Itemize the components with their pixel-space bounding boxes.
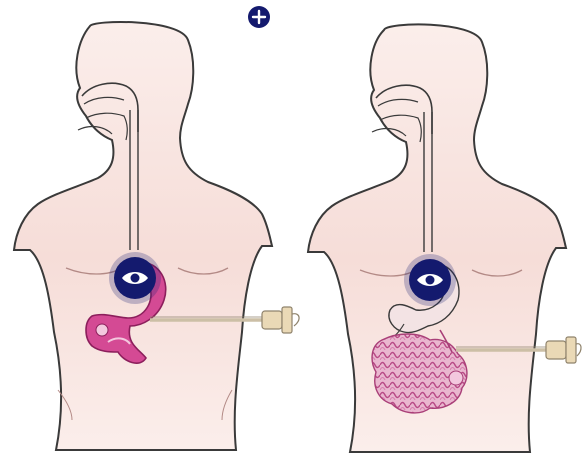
left-body-outline xyxy=(14,22,272,450)
zoom-plus-icon[interactable] xyxy=(248,6,270,28)
left-figure xyxy=(14,22,299,450)
right-figure xyxy=(308,24,581,452)
left-syringe-icon xyxy=(262,307,299,333)
right-syringe-icon xyxy=(546,337,581,363)
left-eye-icon[interactable] xyxy=(109,252,161,304)
right-eye-icon[interactable] xyxy=(404,254,456,306)
